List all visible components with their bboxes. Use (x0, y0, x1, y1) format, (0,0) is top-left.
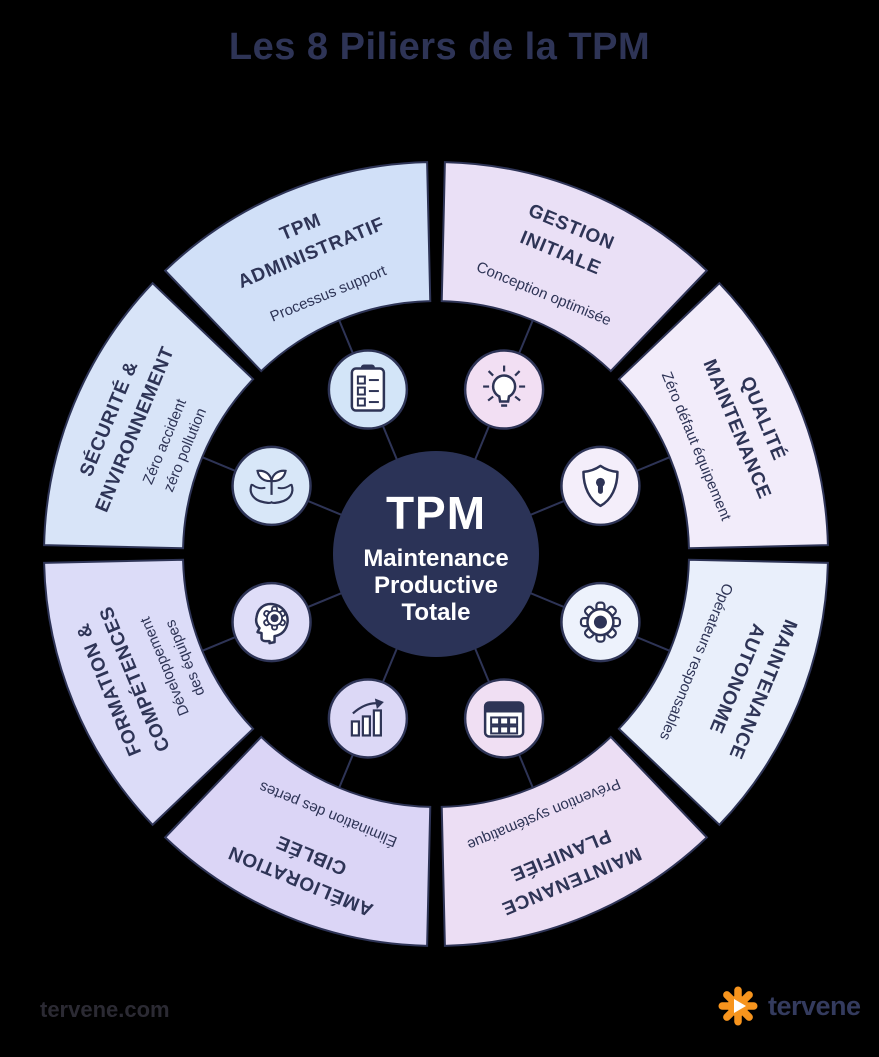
hands-plant-icon (249, 469, 294, 504)
segment-maintenance-autonome (617, 558, 829, 827)
play-icon (734, 999, 746, 1013)
segment-securite-environnement (43, 281, 255, 550)
tervene-logo-text: tervene (768, 991, 861, 1021)
segment-qualite-maintenance (617, 281, 829, 550)
website-url: tervene.com (40, 997, 170, 1022)
clipboard-icon (350, 364, 386, 412)
tpm-center-acronym: TPM (386, 487, 486, 539)
lightbulb-icon (483, 365, 526, 407)
tpm-center-circle (333, 451, 539, 657)
growth-chart-icon (350, 698, 384, 737)
page-title: Les 8 Piliers de la TPM (228, 26, 651, 68)
segment-gestion-initiale (440, 161, 709, 373)
tervene-logo-icon (718, 986, 758, 1026)
gear-icon (579, 601, 622, 643)
segment-formation-competences (43, 558, 255, 827)
shield-lock-icon (582, 464, 619, 508)
segment-maintenance-planifiee (440, 735, 709, 947)
tervene-logo: tervene (718, 986, 862, 1026)
tpm-center-label-line: Totale (402, 599, 471, 626)
tpm-center-label-line: Productive (374, 572, 498, 599)
segment-amelioration-ciblee (163, 735, 432, 947)
segment-tpm-administratif (163, 161, 432, 373)
mind-gear-icon (254, 602, 289, 645)
calendar-icon (483, 701, 525, 738)
tpm-center-label-line: Maintenance (363, 545, 508, 572)
